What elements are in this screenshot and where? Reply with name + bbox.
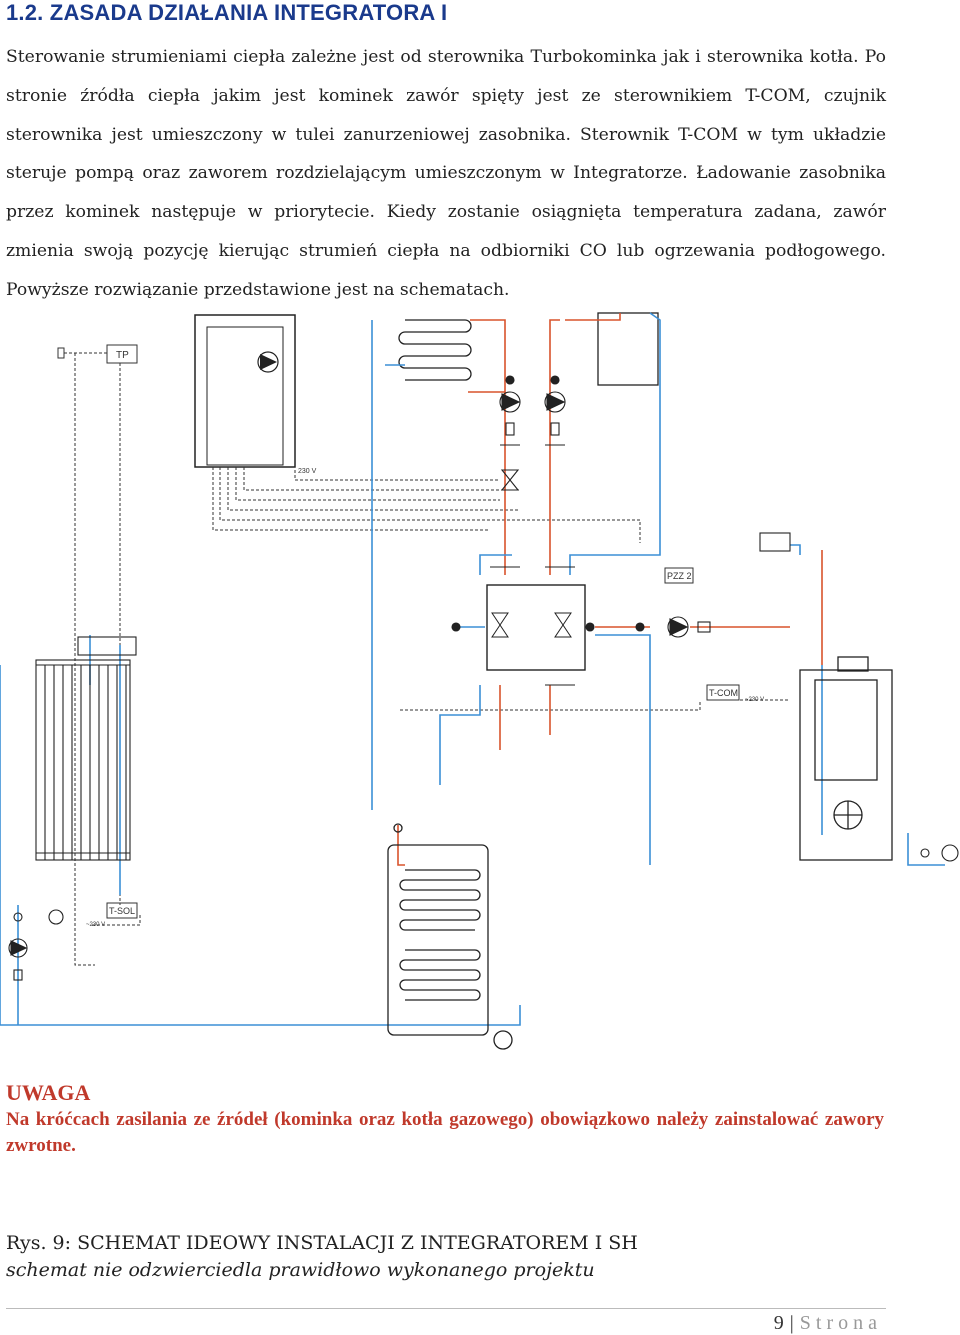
expansion-vessel-right [920, 844, 959, 862]
installation-schematic: TP 230 V [0, 312, 959, 1050]
return-pipes [0, 312, 945, 1026]
tp-label: TP [116, 350, 129, 361]
pzz2-label: PZZ 2 [667, 571, 692, 581]
section-heading: 1.2. ZASADA DZIAŁANIA INTEGRATORA I [6, 0, 448, 25]
storage-tank [387, 823, 513, 1050]
body-paragraph: Sterowanie strumieniami ciepła zależne j… [6, 47, 886, 300]
pump-right [451, 532, 791, 638]
tcom-voltage-label: ~230 V [745, 697, 764, 703]
fireplace-unit [194, 314, 296, 468]
warning-title: UWAGA [6, 1080, 91, 1105]
figure-caption: Rys. 9: SCHEMAT IDEOWY INSTALACJI Z INTE… [6, 1232, 638, 1254]
voltage-label-top: 230 V [298, 468, 317, 475]
supply-pipes [397, 313, 823, 866]
pump-group-upper [499, 375, 566, 491]
tcom-controller: T-COM ~230 V [706, 684, 764, 703]
tsol-voltage-label: ~230 V [86, 922, 105, 928]
footer-divider [6, 1308, 886, 1309]
gas-boiler [799, 656, 893, 861]
page-word: Strona [799, 1312, 882, 1334]
tsol-controller: T-SOL ~230 V [86, 902, 138, 928]
floor-heating-coil [398, 319, 472, 381]
page-number: 9 [773, 1312, 784, 1334]
integrator-box [486, 566, 586, 686]
solar-collector [35, 636, 137, 861]
tp-sensor-box: TP [57, 344, 138, 364]
footer-separator: | [789, 1312, 794, 1334]
radiator-box [597, 312, 659, 386]
figure-note: schemat nie odzwierciedla prawidłowo wyk… [6, 1259, 595, 1281]
solar-pump-group [8, 909, 64, 981]
control-wiring [74, 353, 790, 966]
warning-text: Na króćcach zasilania ze źródeł (kominka… [6, 1109, 884, 1156]
tsol-label: T-SOL [109, 906, 135, 916]
pzz2-controller: PZZ 2 [664, 567, 694, 584]
page-footer: 9|Strona [774, 1312, 882, 1335]
tcom-label: T-COM [709, 688, 738, 698]
